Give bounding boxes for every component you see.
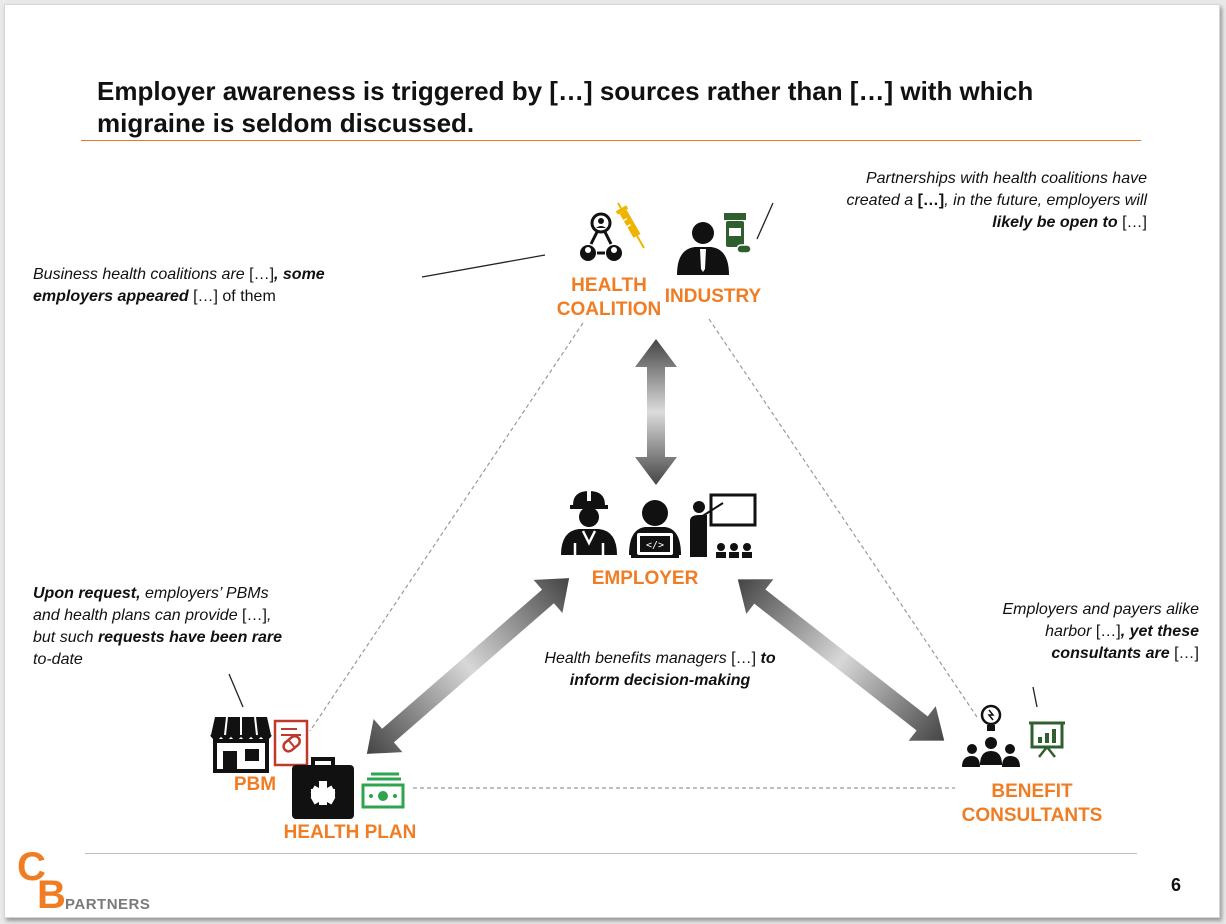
note-consultants-bold-2: consultants are [1051, 645, 1170, 662]
callout-line-industry [756, 202, 774, 240]
note-industry-text-2: , in the future, employers will [944, 192, 1147, 209]
note-center-text: Health benefits managers [544, 650, 732, 667]
note-consultants-text: harbor [1045, 623, 1096, 640]
note-consultants: Employers and payers alike harbor […], y… [905, 599, 1199, 665]
developer-icon: </> [629, 500, 681, 558]
health-coalition-line1: HEALTH [571, 275, 647, 296]
logo-text: PARTNERS [65, 896, 151, 913]
note-center-bold: to [756, 650, 776, 667]
title-line-1: Employer awareness is triggered by […] s… [97, 76, 1034, 106]
syringe-icon [615, 202, 645, 249]
title-line-2: migraine is seldom discussed. [97, 108, 475, 138]
callout-line-coalition [421, 254, 546, 278]
benefit-consultants-label: BENEFIT CONSULTANTS [949, 780, 1115, 828]
page-number: 6 [1171, 875, 1182, 895]
note-industry-line1: Partnerships with health coalitions have [865, 170, 1147, 187]
note-industry: Partnerships with health coalitions have… [767, 168, 1147, 234]
arrow-employer-healthplan [366, 578, 570, 754]
slide: Employer awareness is triggered by […] s… [4, 4, 1220, 918]
note-center: Health benefits managers […] to inform d… [505, 648, 815, 692]
network-people-icon [580, 212, 622, 261]
note-pbm-line4: to-date [33, 651, 83, 668]
note-consultants-line1: Employers and payers alike [1002, 601, 1199, 618]
health-plan-label: HEALTH PLAN [283, 822, 417, 843]
businessman-icon [677, 222, 729, 275]
employer-label: EMPLOYER [591, 568, 699, 589]
note-pbm-bold-2: requests have been rare [97, 629, 283, 646]
pbm-label: PBM [233, 774, 277, 795]
slide-title: Employer awareness is triggered by […] s… [97, 75, 1147, 139]
arrow-coalition-employer [635, 339, 677, 485]
dashed-link-right [708, 318, 978, 718]
note-pbm-comma: , [266, 607, 272, 624]
note-pbm: Upon request, employers’ PBMs and health… [33, 583, 282, 671]
note-industry-bold: likely be open to [992, 214, 1118, 231]
note-center-bold-2: inform decision-making [569, 672, 751, 689]
note-coalition-text: Business health coalitions are [33, 266, 250, 283]
arrow-employer-consultants [737, 579, 945, 741]
team-icon [962, 737, 1020, 767]
svg-text:</>: </> [646, 540, 664, 551]
dashed-link-left [309, 322, 584, 732]
logo-letter-b: B [37, 873, 66, 917]
construction-worker-icon [561, 491, 617, 555]
note-industry-ellipsis: […] [917, 192, 945, 209]
relationship-diagram: </> [210, 202, 1065, 819]
note-pbm-text-2: and health plans can provide [33, 607, 243, 624]
health-coalition-line2: COALITION [556, 299, 662, 320]
presentation-chart-icon [1029, 721, 1065, 758]
benefit-consultants-line2: CONSULTANTS [961, 805, 1103, 826]
pill-bottle-icon [724, 213, 752, 254]
industry-label: INDUSTRY [664, 286, 762, 307]
note-industry-text: created a [846, 192, 918, 209]
note-coalition-bold-2: employers appeared [33, 288, 189, 305]
prescription-icon [273, 719, 309, 767]
callout-line-consultants [1032, 686, 1038, 708]
note-consultants-ellipsis-2: […] [1169, 645, 1199, 662]
presenter-icon [690, 493, 757, 558]
footer-divider [85, 853, 1137, 854]
note-pbm-text: employers’ PBMs [140, 585, 269, 602]
logo-letter-c: C [17, 845, 46, 889]
note-industry-ellipsis-2: […] [1117, 214, 1147, 231]
callout-line-pbm [228, 673, 244, 708]
store-icon [210, 716, 272, 773]
note-pbm-ellipsis: […] [242, 607, 267, 624]
benefit-consultants-line1: BENEFIT [991, 781, 1073, 802]
note-coalition-ellipsis: […] [249, 266, 275, 283]
health-coalition-label: HEALTH COALITION [547, 274, 671, 322]
note-consultants-ellipsis: […] [1095, 623, 1121, 640]
note-center-ellipsis: […] [731, 650, 757, 667]
note-pbm-bold: Upon request, [33, 585, 141, 602]
note-coalition-bold: , some [274, 266, 325, 283]
note-coalition-text-2: […] of them [188, 288, 276, 305]
money-icon [361, 772, 405, 809]
title-divider [81, 140, 1141, 141]
lightbulb-icon [980, 704, 1002, 731]
medical-bag-icon [292, 757, 354, 819]
note-consultants-bold: , yet these [1120, 623, 1199, 640]
note-pbm-text-3: but such [33, 629, 98, 646]
note-coalition: Business health coalitions are […], some… [33, 264, 325, 308]
